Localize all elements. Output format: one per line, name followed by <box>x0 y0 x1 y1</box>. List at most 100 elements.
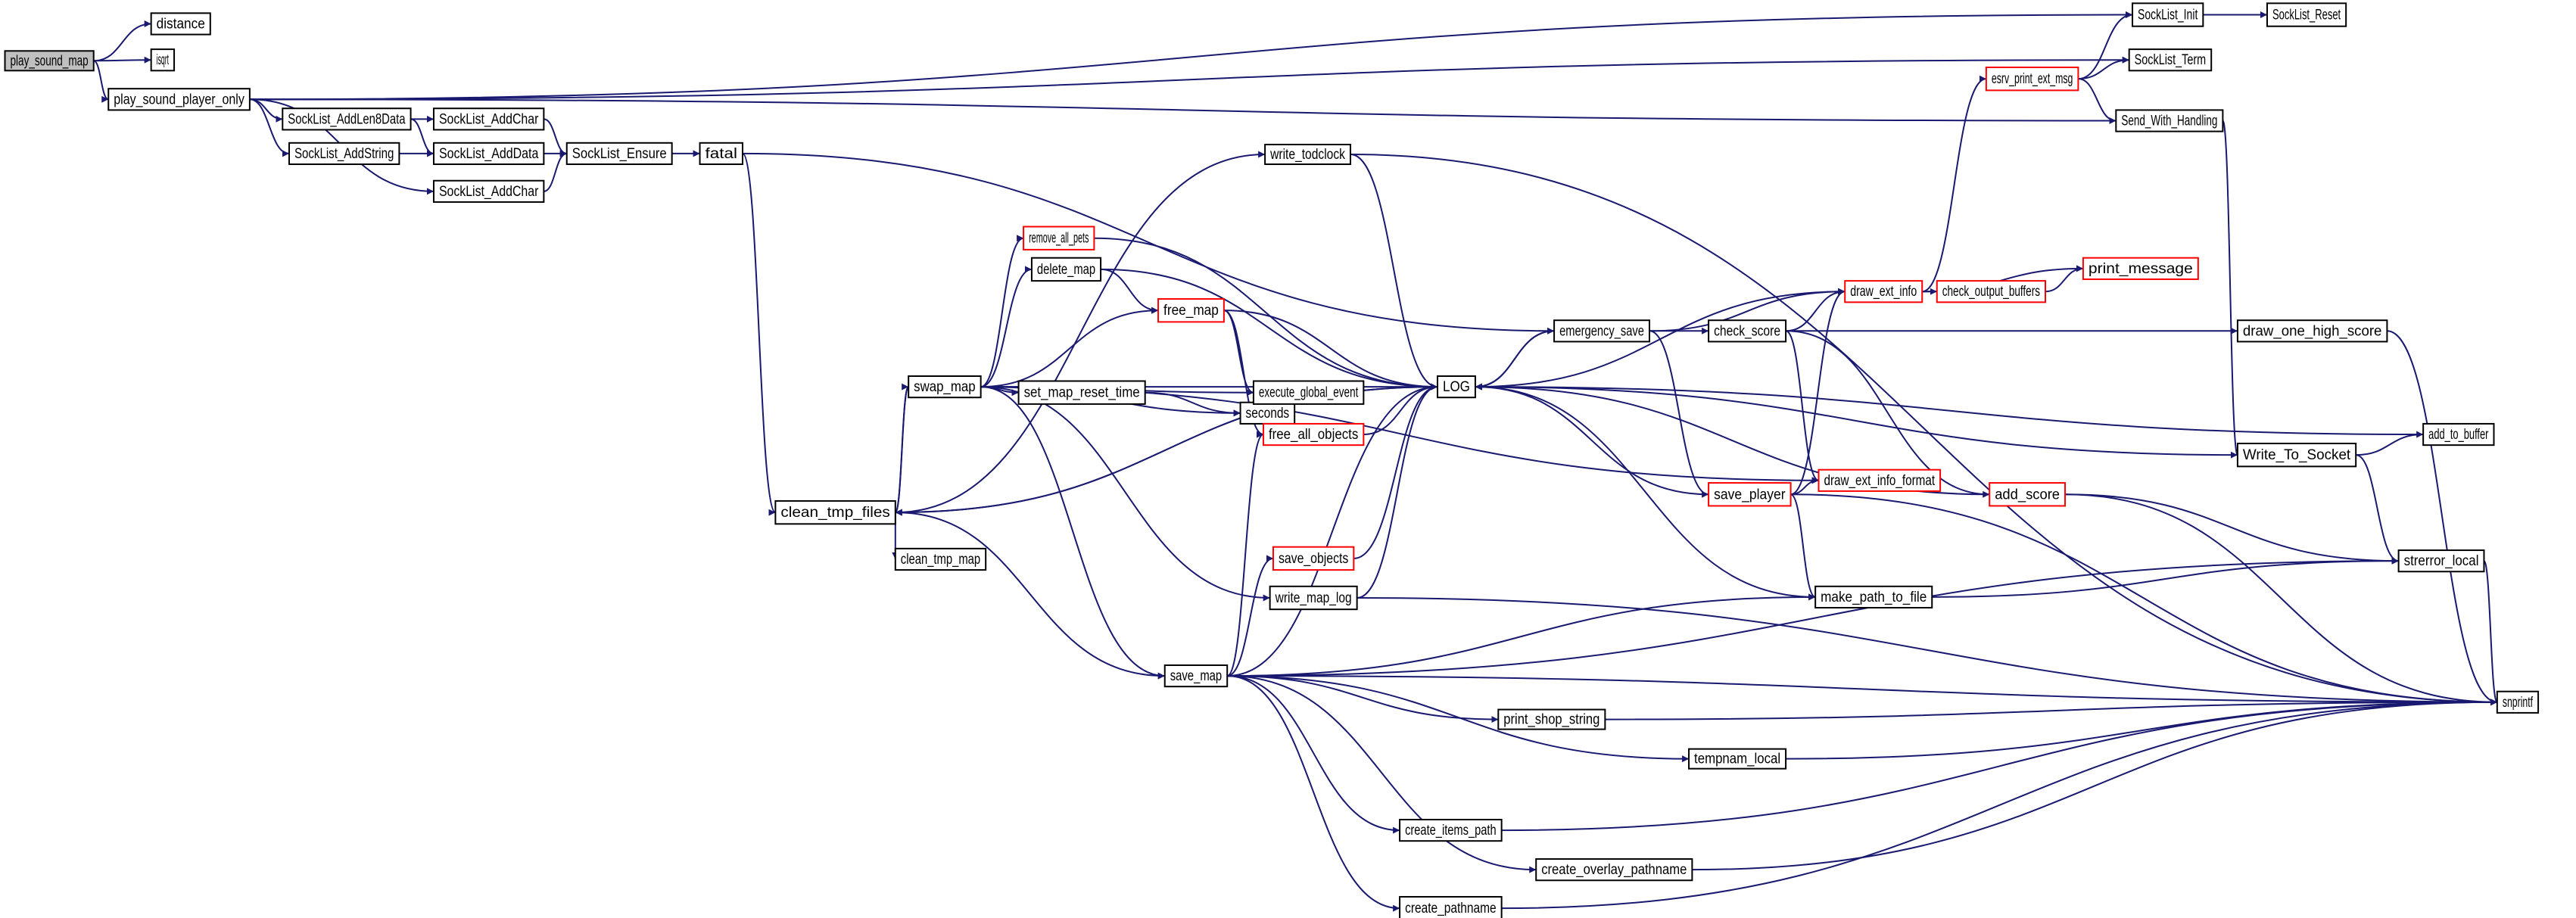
graph-node-write-map-log[interactable]: write_map_log <box>1269 585 1358 611</box>
node-box <box>1272 546 1355 571</box>
graph-node-print-shop-string[interactable]: print_shop_string <box>1497 708 1606 730</box>
edge-save_map-to-free_all_objects <box>1226 431 1264 677</box>
node-box <box>2236 319 2388 343</box>
node-box <box>432 107 545 131</box>
graph-node-emergency-save[interactable]: emergency_save <box>1553 319 1650 343</box>
node-box <box>2082 257 2199 280</box>
node-box <box>1269 585 1358 611</box>
node-label: LOG <box>1443 379 1470 395</box>
graph-node-write-todclock[interactable]: write_todclock <box>1264 143 1351 166</box>
graph-node-create-pathname[interactable]: create_pathname <box>1399 895 1503 918</box>
node-box <box>1163 664 1229 688</box>
graph-node-create-overlay-pathname[interactable]: create_overlay_pathname <box>1535 858 1693 882</box>
node-label: emergency_save <box>1559 323 1644 339</box>
edge-save_player-to-draw_ext_info <box>1790 288 1846 496</box>
node-label: check_score <box>1714 323 1780 339</box>
edge-set_map_reset_time-to-seconds <box>1145 391 1241 417</box>
graph-node-write-to-socket[interactable]: Write_To_Socket <box>2236 442 2357 468</box>
graph-node-save-objects[interactable]: save_objects <box>1272 546 1355 571</box>
node-label: check_output_buffers <box>1942 284 2040 300</box>
graph-node-draw-one-high-score[interactable]: draw_one_high_score <box>2236 319 2388 343</box>
edge-esrv_print_ext_msg-to-Send_With_Handling <box>2078 78 2117 124</box>
graph-node-log[interactable]: LOG <box>1436 375 1476 399</box>
graph-node-socklist-addstring[interactable]: SockList_AddString <box>288 142 400 166</box>
edge-swap_map-to-write_map_log <box>980 386 1270 602</box>
graph-node-strerror-local[interactable]: strerror_local <box>2397 549 2485 573</box>
graph-node-clean-tmp-files[interactable]: clean_tmp_files <box>774 499 896 525</box>
graph-node-socklist-reset[interactable]: SockList_Reset <box>2266 2 2347 27</box>
node-label: SockList_AddLen8Data <box>288 111 406 127</box>
graph-node-esrv-print-ext-msg[interactable]: esrv_print_ext_msg <box>1985 66 2079 92</box>
graph-node-add-to-buffer[interactable]: add_to_buffer <box>2422 422 2495 447</box>
node-label: remove_all_pets <box>1029 231 1089 247</box>
graph-node-socklist-ensure[interactable]: SockList_Ensure <box>565 142 673 166</box>
node-label: free_map <box>1163 303 1219 319</box>
node-label: play_sound_map <box>11 53 89 69</box>
edge-clean_tmp_files-to-write_todclock <box>895 151 1266 514</box>
graph-node-make-path-to-file[interactable]: make_path_to_file <box>1814 585 1933 609</box>
edge-LOG-to-clean_tmp_files <box>895 386 1438 516</box>
graph-node-socklist-addchar-1[interactable]: SockList_AddChar <box>432 107 545 131</box>
node-box <box>1023 226 1095 251</box>
graph-node-play-sound-player-only[interactable]: play_sound_player_only <box>107 88 251 111</box>
graph-node-swap-map[interactable]: swap_map <box>908 375 982 399</box>
edge-draw_ext_info-to-esrv_print_ext_msg <box>1922 75 1987 293</box>
edge-create_items_path-to-snprintf <box>1501 699 2497 832</box>
graph-node-check-output-buffers[interactable]: check_output_buffers <box>1936 280 2046 303</box>
edge-delete_map-to-free_map <box>1101 268 1159 314</box>
graph-node-play-sound-map[interactable]: play_sound_map <box>4 50 95 72</box>
edge-play_sound_map-to-distance <box>93 20 151 62</box>
node-box <box>1844 280 1923 303</box>
graph-node-socklist-addlen8data[interactable]: SockList_AddLen8Data <box>282 107 412 131</box>
edge-save_map-to-strerror_local <box>1227 557 2399 677</box>
graph-node-execute-global-event[interactable]: execute_global_event <box>1252 380 1365 405</box>
graph-node-set-map-reset-time[interactable]: set_map_reset_time <box>1017 380 1146 405</box>
graph-node-check-score[interactable]: check_score <box>1708 319 1787 343</box>
node-label: create_pathname <box>1405 901 1497 916</box>
graph-node-create-items-path[interactable]: create_items_path <box>1399 818 1503 842</box>
node-box <box>1708 482 1792 507</box>
graph-node-snprintf[interactable]: snprintf <box>2496 690 2540 714</box>
graph-node-add-score[interactable]: add_score <box>1989 482 2067 507</box>
node-box <box>288 142 400 166</box>
graph-node-seconds[interactable]: seconds <box>1239 401 1296 425</box>
node-box <box>432 179 545 203</box>
edge-swap_map-to-clean_tmp_files <box>894 386 910 516</box>
node-label: SockList_AddData <box>439 146 539 162</box>
graph-node-print-message[interactable]: print_message <box>2082 257 2199 280</box>
graph-node-socklist-init[interactable]: SockList_Init <box>2132 2 2204 27</box>
graph-node-remove-all-pets[interactable]: remove_all_pets <box>1023 226 1095 251</box>
edge-save_map-to-create_pathname <box>1227 675 1400 912</box>
graph-node-isqrt[interactable]: isqrt <box>150 48 176 72</box>
graph-node-socklist-adddata[interactable]: SockList_AddData <box>432 142 545 166</box>
node-label: clean_tmp_map <box>901 552 980 568</box>
graph-node-socklist-addchar-2[interactable]: SockList_AddChar <box>432 179 545 203</box>
node-label: add_to_buffer <box>2428 427 2489 443</box>
node-box <box>774 499 896 525</box>
graph-node-delete-map[interactable]: delete_map <box>1030 257 1102 282</box>
node-label: Write_To_Socket <box>2243 447 2351 463</box>
edge-play_sound_map-to-play_sound_player_only <box>93 60 109 103</box>
graph-node-save-player[interactable]: save_player <box>1708 482 1792 507</box>
graph-node-draw-ext-info[interactable]: draw_ext_info <box>1844 280 1923 303</box>
graph-node-fatal[interactable]: fatal <box>699 142 743 166</box>
graph-node-tempnam-local[interactable]: tempnam_local <box>1688 748 1787 770</box>
graph-node-draw-ext-info-format[interactable]: draw_ext_info_format <box>1818 468 1942 492</box>
edge-esrv_print_ext_msg-to-SockList_Init <box>2078 11 2133 80</box>
graph-node-free-map[interactable]: free_map <box>1157 297 1225 323</box>
node-label: make_path_to_file <box>1821 590 1927 605</box>
node-box <box>2132 2 2204 27</box>
graph-node-save-map[interactable]: save_map <box>1163 664 1229 688</box>
node-box <box>1399 818 1503 842</box>
edge-SockList_AddChar_2-to-SockList_Ensure <box>544 150 568 192</box>
graph-node-clean-tmp-map[interactable]: clean_tmp_map <box>894 547 987 571</box>
graph-node-socklist-term[interactable]: SockList_Term <box>2128 48 2213 72</box>
node-box <box>2496 690 2540 714</box>
edge-emergency_save-to-LOG <box>1475 330 1555 391</box>
node-box <box>1708 319 1787 343</box>
graph-node-send-with-handling[interactable]: Send_With_Handling <box>2115 109 2224 132</box>
edge-save_player-to-make_path_to_file <box>1790 493 1816 601</box>
graph-node-distance[interactable]: distance <box>150 12 211 36</box>
graph-node-free-all-objects[interactable]: free_all_objects <box>1262 422 1365 447</box>
edge-Send_With_Handling-to-Write_To_Socket <box>2222 120 2238 459</box>
